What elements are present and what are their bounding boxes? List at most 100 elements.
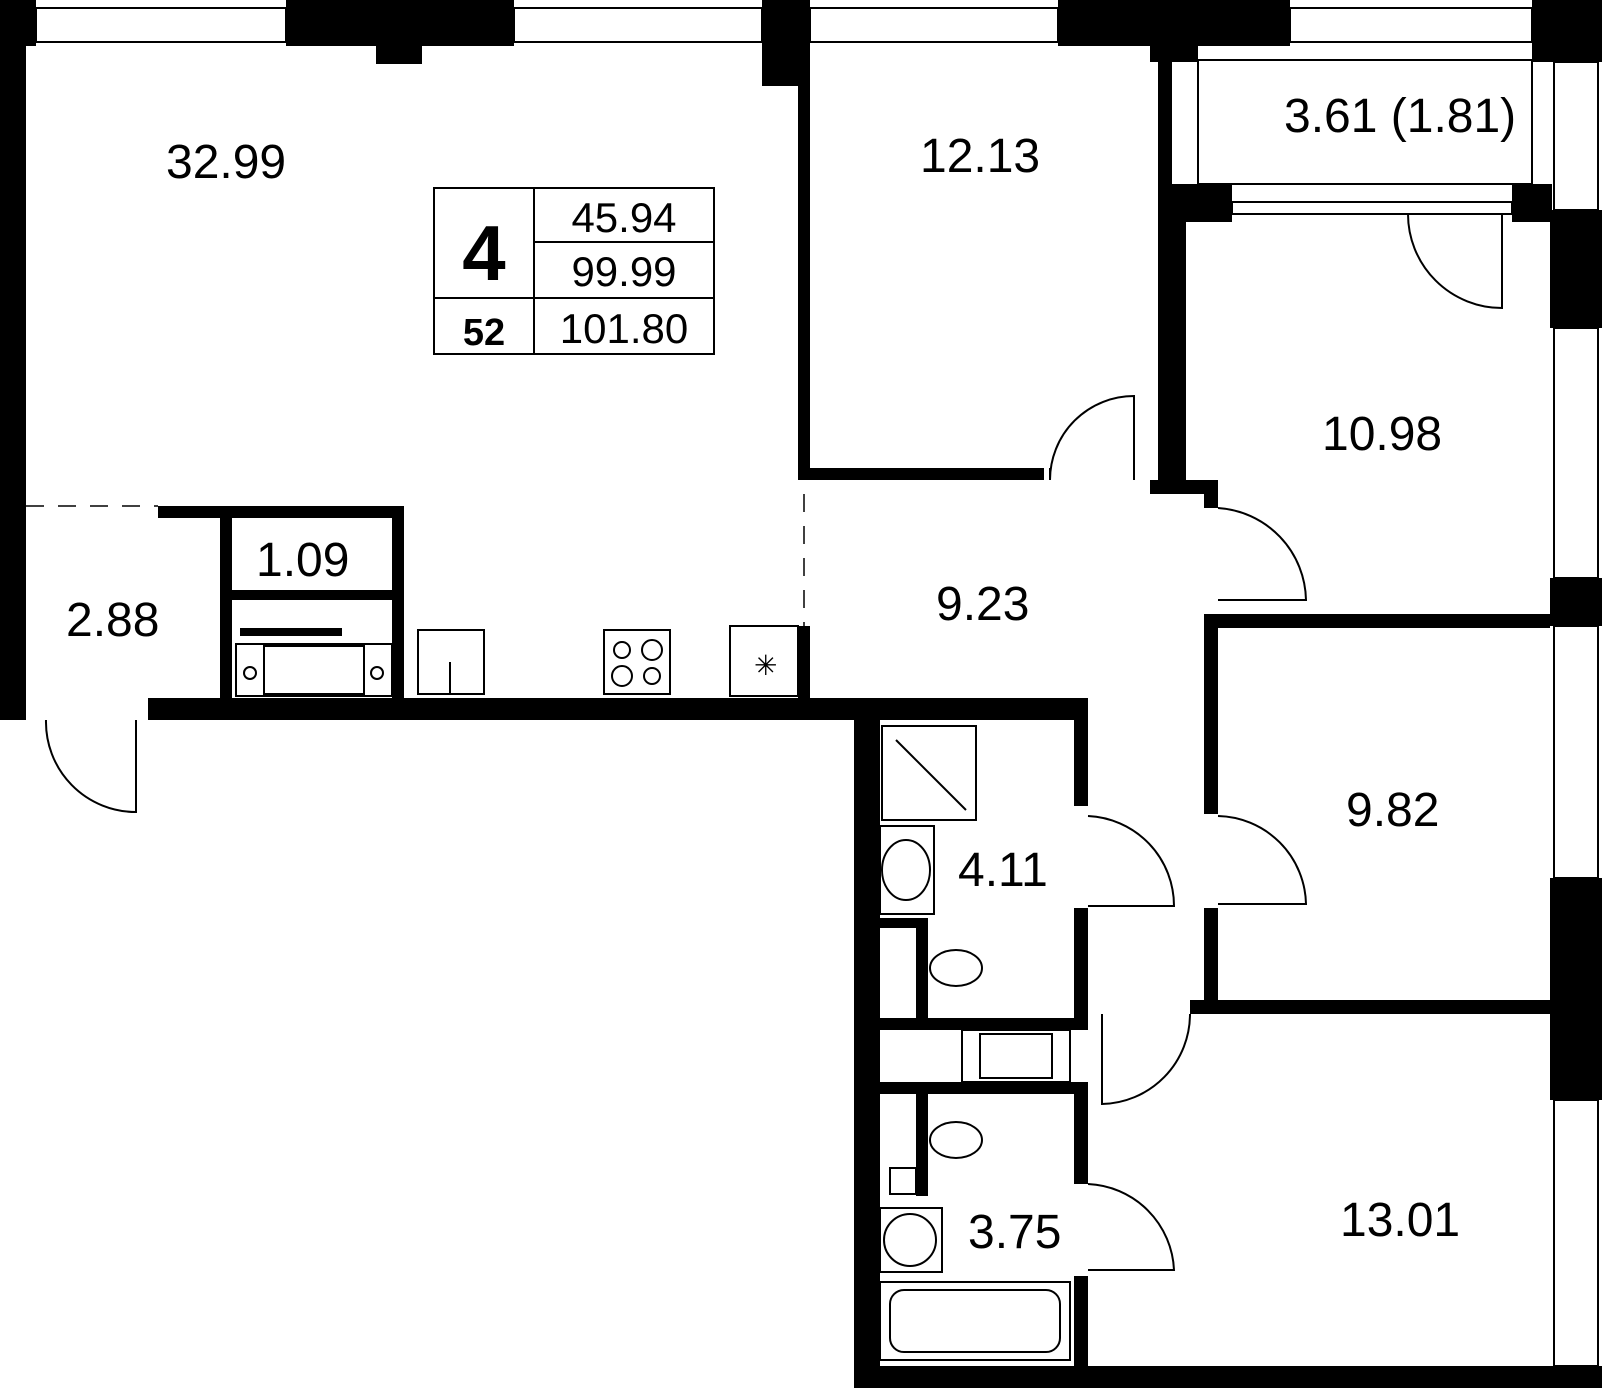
wall-bath-toilet-3 <box>916 1094 928 1196</box>
wall-bath-right-4 <box>1074 1276 1088 1366</box>
window-balcony <box>1231 201 1513 215</box>
wall-balcony-bottom-left <box>1172 184 1232 222</box>
room-label-bedroom-right-2: 9.82 <box>1346 784 1439 837</box>
summary-rooms: 4 <box>462 209 505 297</box>
stove <box>603 629 671 695</box>
wall-bed-top-right-stub <box>1150 480 1172 494</box>
bath-sink-1-basin <box>881 839 931 901</box>
door-bedroom-top <box>1049 394 1135 481</box>
wall-top-4 <box>1058 0 1290 46</box>
wall-bath-toilet-1 <box>916 918 928 1018</box>
door-bedroom-1301 <box>1101 1013 1191 1106</box>
wall-bed-top-right <box>1158 46 1172 490</box>
room-label-bedroom-top: 12.13 <box>920 130 1040 183</box>
room-label-bedroom-right-1: 10.98 <box>1322 408 1442 461</box>
wall-bath-mid-2 <box>880 1082 1088 1094</box>
burner-4 <box>643 667 661 685</box>
wall-bed-top-bottom <box>798 468 1044 480</box>
wall-bottom-left-1 <box>0 698 26 720</box>
laundry-knob-left <box>243 666 257 680</box>
bathtub <box>879 1281 1071 1361</box>
window-right-1 <box>1553 61 1599 211</box>
room-label-hall: 9.23 <box>936 578 1029 631</box>
burner-1 <box>613 641 631 659</box>
fridge <box>729 625 799 697</box>
window-top-4 <box>1289 7 1533 43</box>
wall-closet-top <box>158 506 404 518</box>
wall-bath-mid <box>880 1018 1088 1030</box>
room-label-closet: 1.09 <box>256 534 349 587</box>
wall-bath-right-1 <box>1074 698 1088 806</box>
wall-divider-2 <box>1204 1000 1550 1014</box>
summary-total-area: 99.99 <box>571 248 676 295</box>
interior-walls <box>158 46 1552 1366</box>
shower-diagonal <box>895 739 967 811</box>
summary-box <box>433 187 715 355</box>
toilet-2 <box>929 1121 983 1159</box>
laundry-knob-right <box>370 666 384 680</box>
window-right-3 <box>1553 625 1599 879</box>
wall-top-5 <box>1150 40 1198 62</box>
summary-floor: 52 <box>463 312 505 354</box>
burner-2 <box>641 639 663 661</box>
summary-living-area: 45.94 <box>571 194 676 241</box>
wall-closet-left <box>220 506 232 698</box>
window-top-1 <box>35 7 287 43</box>
wall-divider-2-stub <box>1190 1000 1210 1014</box>
wall-right-2 <box>1550 578 1602 626</box>
bath-sink-1 <box>879 825 935 915</box>
bath-sink-2 <box>879 1207 943 1273</box>
wall-right-1 <box>1550 210 1602 328</box>
wall-closet-bottom <box>220 590 404 600</box>
room-label-bedroom-right-3: 13.01 <box>1340 1194 1460 1247</box>
balcony-frame <box>1197 59 1533 185</box>
hall-washer <box>961 1029 1071 1083</box>
wall-right-col-2 <box>1172 480 1218 494</box>
wall-bath-toilet-2 <box>880 918 928 928</box>
wall-right-col-1 <box>1172 222 1186 482</box>
bath-cabinet <box>889 1167 917 1195</box>
door-bedroom-982 <box>1217 815 1308 905</box>
wall-top-1 <box>0 0 36 46</box>
laundry-unit <box>235 643 393 697</box>
wall-right-col-3 <box>1204 494 1218 508</box>
summary-total-balcony: 101.80 <box>560 305 688 352</box>
bath-sink-2-basin <box>883 1213 937 1267</box>
room-label-living-kitchen: 32.99 <box>166 136 286 189</box>
wall-right-col-4 <box>1204 614 1218 814</box>
burner-3 <box>611 665 633 687</box>
fixtures: ✳ <box>235 625 1071 1361</box>
wall-kitchen-stub <box>798 626 810 698</box>
wall-mid-vertical <box>854 698 880 1388</box>
wall-bath-right-2 <box>1074 908 1088 1018</box>
door-bedroom-1098 <box>1217 507 1308 601</box>
wall-divider-1 <box>1204 614 1550 628</box>
door-bath-411 <box>1087 815 1176 907</box>
door-entry <box>44 719 137 814</box>
room-label-balcony: 3.61 (1.81) <box>1284 90 1516 143</box>
door-balcony <box>1407 213 1503 310</box>
toilet-1 <box>929 949 983 987</box>
window-right-2 <box>1553 327 1599 579</box>
wall-top-pillar <box>376 0 422 64</box>
window-right-4 <box>1553 1099 1599 1367</box>
room-label-entry: 2.88 <box>66 594 159 647</box>
wall-bottom-left-2 <box>148 698 1080 720</box>
room-label-bathroom-2: 3.75 <box>968 1206 1061 1259</box>
shower <box>881 725 977 821</box>
closet-shelf <box>240 628 342 636</box>
room-label-bathroom-1: 4.11 <box>958 844 1048 897</box>
wall-closet-right <box>392 506 404 698</box>
wall-top-6 <box>1532 0 1602 62</box>
window-top-3 <box>809 7 1059 43</box>
wall-right-3 <box>1550 878 1602 1100</box>
wall-bath-right-3 <box>1074 1094 1088 1184</box>
wall-left <box>0 46 26 720</box>
zone-lines <box>26 494 805 626</box>
wall-balcony-bottom-right <box>1512 184 1552 222</box>
wall-bed-top-left <box>798 86 810 480</box>
bathtub-inner <box>889 1289 1061 1353</box>
room-labels: 32.99 12.13 3.61 (1.81) 10.98 9.23 9.82 … <box>66 90 1516 1259</box>
